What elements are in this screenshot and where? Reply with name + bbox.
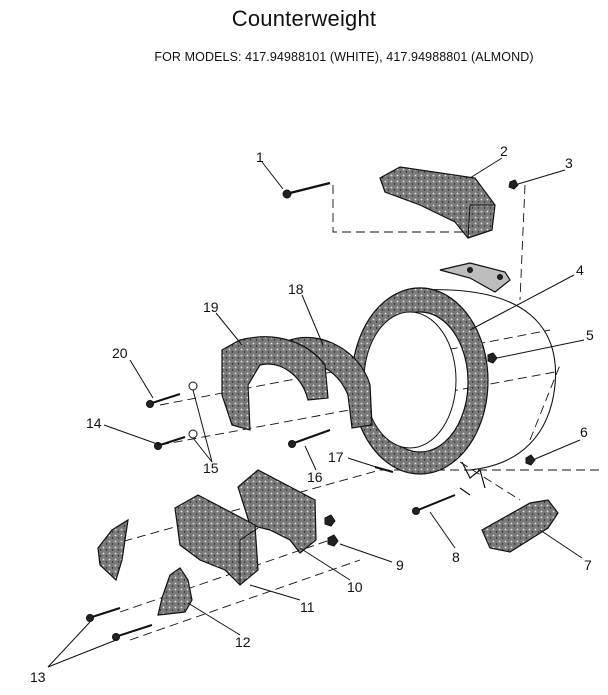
callout-4: 4 bbox=[576, 262, 584, 278]
callout-16: 16 bbox=[307, 469, 323, 485]
part-17-screw bbox=[374, 466, 394, 473]
callout-10: 10 bbox=[347, 579, 363, 595]
model-subtitle: FOR MODELS: 417.94988101 (WHITE), 417.94… bbox=[154, 50, 534, 64]
callout-8: 8 bbox=[452, 549, 460, 565]
callout-20: 20 bbox=[112, 345, 128, 361]
part-7-small-weight bbox=[481, 499, 559, 553]
callout-5: 5 bbox=[586, 327, 594, 343]
callout-9: 9 bbox=[396, 557, 404, 573]
callout-12: 12 bbox=[235, 634, 251, 650]
part-8-bolt bbox=[412, 494, 456, 515]
part-3-nut bbox=[508, 179, 519, 190]
leader-lines bbox=[47, 157, 585, 668]
callout-3: 3 bbox=[565, 155, 573, 171]
part-16-bolt bbox=[288, 429, 331, 448]
part-13-bolts bbox=[86, 607, 153, 641]
callout-15: 15 bbox=[203, 460, 219, 476]
callout-labels: 1 2 3 4 5 6 7 8 9 10 11 12 13 14 15 16 1… bbox=[30, 143, 594, 685]
part-1-bolt bbox=[282, 181, 331, 199]
callout-19: 19 bbox=[203, 299, 219, 315]
callout-7: 7 bbox=[584, 557, 592, 573]
part-11-front-block bbox=[174, 494, 259, 586]
part-6-nut bbox=[525, 454, 536, 466]
callout-2: 2 bbox=[500, 143, 508, 159]
callout-6: 6 bbox=[580, 424, 588, 440]
callout-13: 13 bbox=[30, 669, 46, 685]
part-4-ring-weight bbox=[351, 262, 557, 496]
callout-14: 14 bbox=[86, 415, 102, 431]
part-12-bracket bbox=[157, 567, 193, 616]
part-5-nut bbox=[487, 352, 498, 364]
part-19-arc-weight bbox=[221, 336, 329, 431]
part-10-bracket-plate bbox=[237, 469, 317, 554]
part-20-bolt bbox=[146, 393, 181, 408]
page-title: Counterweight bbox=[231, 6, 377, 31]
curved-weight-fragment bbox=[97, 518, 129, 582]
callout-17: 17 bbox=[328, 449, 344, 465]
callout-1: 1 bbox=[256, 149, 264, 165]
part-14-bolt bbox=[154, 436, 186, 450]
callout-11: 11 bbox=[300, 599, 315, 615]
callout-18: 18 bbox=[288, 281, 304, 297]
part-2-top-weight bbox=[379, 166, 496, 239]
part-9-nuts bbox=[324, 514, 339, 547]
